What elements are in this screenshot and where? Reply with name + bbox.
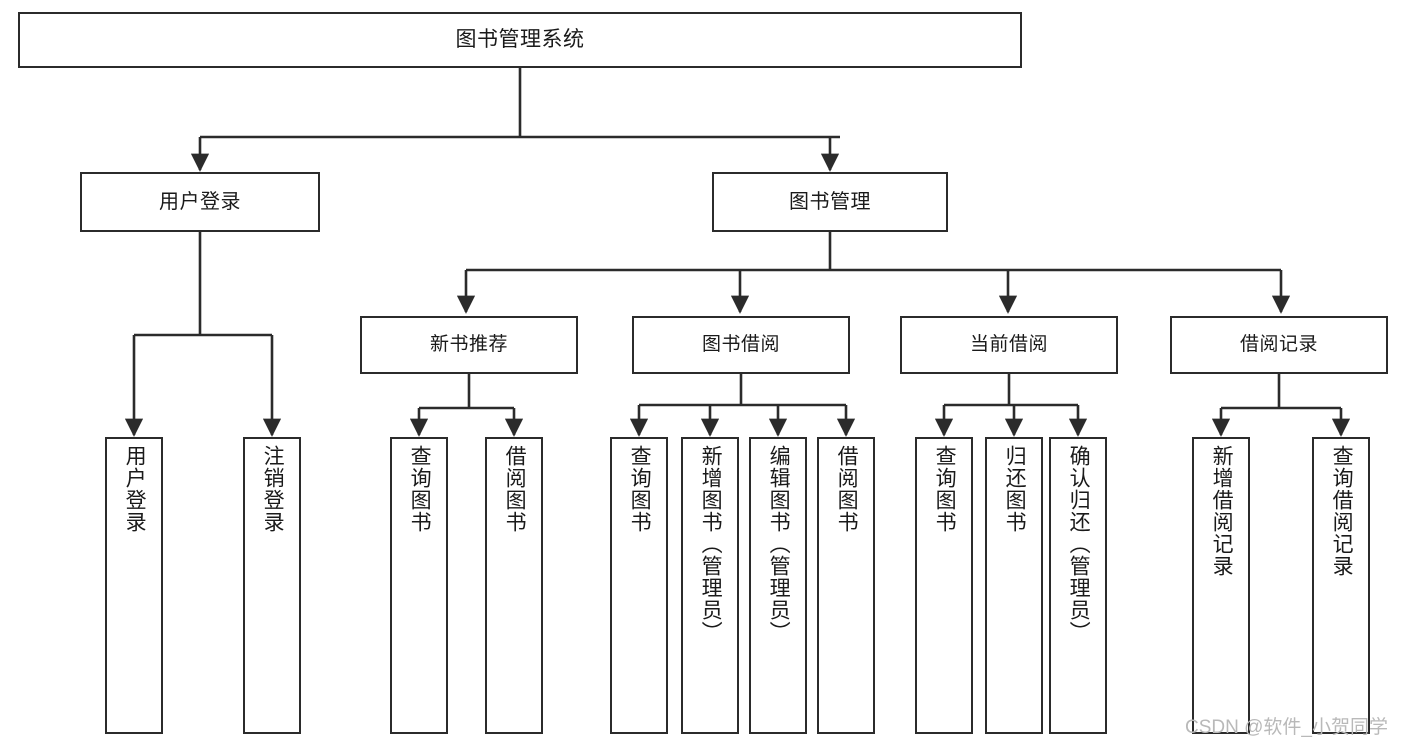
node-leaf-confirm-return[interactable]: 确认归还（管理员） <box>1049 437 1107 734</box>
node-leaf-add-book-label: 新增图书（管理员） <box>699 445 723 643</box>
node-root-label: 图书管理系统 <box>455 28 585 52</box>
node-leaf-user-login[interactable]: 用户登录 <box>105 437 163 734</box>
node-leaf-logout[interactable]: 注销登录 <box>243 437 301 734</box>
watermark: CSDN @软件_小贺同学 <box>1185 717 1388 738</box>
node-book-manage[interactable]: 图书管理 <box>712 172 948 232</box>
node-borrow-record-label: 借阅记录 <box>1239 334 1318 356</box>
node-leaf-query-record-label: 查询借阅记录 <box>1330 445 1354 577</box>
node-leaf-confirm-return-label: 确认归还（管理员） <box>1067 445 1091 643</box>
node-leaf-query-book-1[interactable]: 查询图书 <box>390 437 448 734</box>
node-leaf-borrow-book-1-label: 借阅图书 <box>503 445 527 533</box>
node-book-borrow[interactable]: 图书借阅 <box>632 316 850 374</box>
node-book-borrow-label: 图书借阅 <box>701 334 780 356</box>
node-leaf-return-book-label: 归还图书 <box>1003 445 1027 533</box>
node-new-book-rec-label: 新书推荐 <box>429 334 508 356</box>
node-new-book-rec[interactable]: 新书推荐 <box>360 316 578 374</box>
node-leaf-query-book-3-label: 查询图书 <box>933 445 957 533</box>
node-leaf-borrow-book-1[interactable]: 借阅图书 <box>485 437 543 734</box>
node-root[interactable]: 图书管理系统 <box>18 12 1022 68</box>
node-current-borrow-label: 当前借阅 <box>969 334 1048 356</box>
node-leaf-query-book-2-label: 查询图书 <box>628 445 652 533</box>
node-leaf-add-record[interactable]: 新增借阅记录 <box>1192 437 1250 734</box>
node-leaf-logout-label: 注销登录 <box>261 445 285 533</box>
node-leaf-borrow-book-2-label: 借阅图书 <box>835 445 859 533</box>
node-current-borrow[interactable]: 当前借阅 <box>900 316 1118 374</box>
node-user-login[interactable]: 用户登录 <box>80 172 320 232</box>
node-user-login-label: 用户登录 <box>159 190 241 213</box>
node-leaf-user-login-label: 用户登录 <box>123 445 147 533</box>
node-leaf-add-record-label: 新增借阅记录 <box>1210 445 1234 577</box>
node-leaf-query-book-2[interactable]: 查询图书 <box>610 437 668 734</box>
node-borrow-record[interactable]: 借阅记录 <box>1170 316 1388 374</box>
node-leaf-edit-book-label: 编辑图书（管理员） <box>767 445 791 643</box>
node-leaf-edit-book[interactable]: 编辑图书（管理员） <box>749 437 807 734</box>
node-leaf-query-book-3[interactable]: 查询图书 <box>915 437 973 734</box>
node-leaf-borrow-book-2[interactable]: 借阅图书 <box>817 437 875 734</box>
node-leaf-add-book[interactable]: 新增图书（管理员） <box>681 437 739 734</box>
node-leaf-query-book-1-label: 查询图书 <box>408 445 432 533</box>
node-leaf-query-record[interactable]: 查询借阅记录 <box>1312 437 1370 734</box>
node-book-manage-label: 图书管理 <box>789 190 871 213</box>
node-leaf-return-book[interactable]: 归还图书 <box>985 437 1043 734</box>
